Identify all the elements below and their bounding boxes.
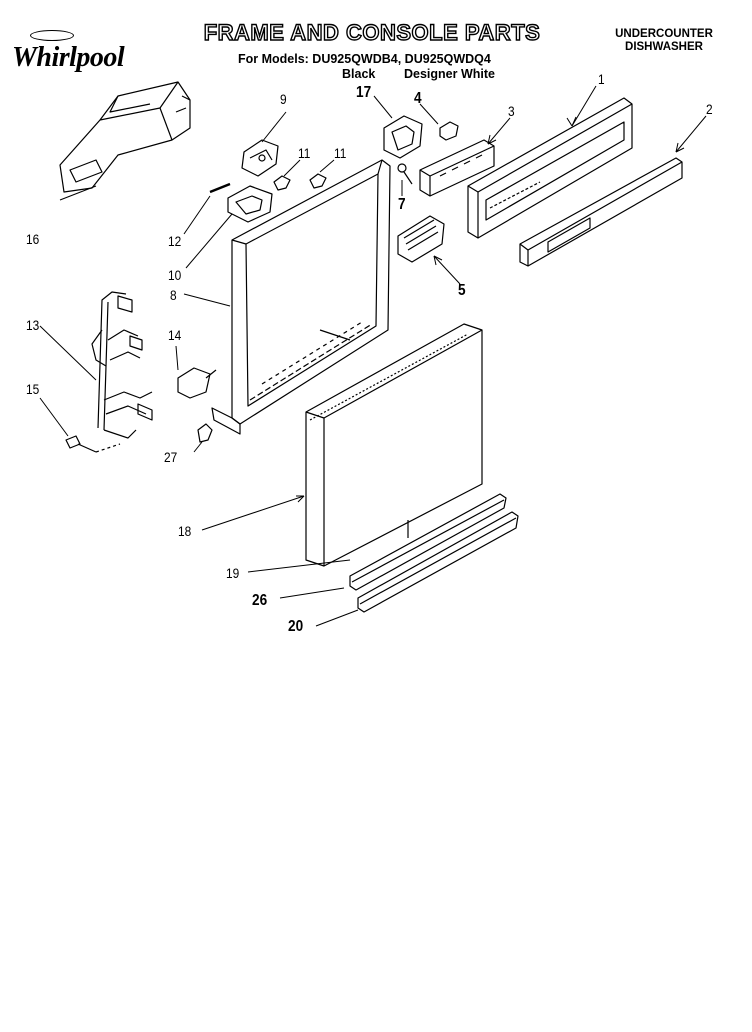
callout-14: 14 — [168, 327, 182, 343]
callout-7: 7 — [398, 196, 406, 213]
callout-16: 16 — [26, 231, 40, 247]
callout-10: 10 — [168, 267, 182, 283]
callout-9: 9 — [280, 91, 287, 107]
callout-27: 27 — [164, 449, 178, 465]
part-10-strike — [227, 185, 273, 223]
callout-18: 18 — [178, 523, 192, 539]
callout-15: 15 — [26, 381, 40, 397]
callout-17: 17 — [356, 84, 372, 101]
appliance-category: UNDERCOUNTER DISHWASHER — [598, 28, 730, 54]
part-13-wire-harness — [91, 291, 153, 439]
part-1-console — [467, 97, 633, 239]
part-27-clip — [197, 423, 213, 443]
part-4-button — [439, 121, 459, 141]
callout-5: 5 — [458, 282, 466, 299]
page-title: FRAME AND CONSOLE PARTS — [203, 19, 541, 45]
logo-emblem — [30, 30, 74, 41]
callout-11a: 11 — [298, 145, 311, 161]
part-18-door-panel — [305, 323, 483, 567]
part-7-screw — [397, 163, 413, 185]
callout-19: 19 — [226, 565, 240, 581]
callout-12: 12 — [168, 233, 182, 249]
callout-3: 3 — [508, 103, 515, 119]
callout-11b: 11 — [334, 145, 347, 161]
part-17-switch — [383, 115, 423, 159]
callout-1: 1 — [598, 71, 605, 87]
part-20-trim — [357, 511, 519, 613]
callout-4: 4 — [414, 90, 422, 107]
part-5-button-pad — [397, 215, 445, 263]
part-15-screw — [65, 435, 121, 453]
part-11-clips — [273, 173, 327, 191]
part-14-connector — [177, 367, 217, 399]
variant-designer-white: Designer White — [404, 67, 495, 81]
part-8-door-frame — [211, 159, 391, 435]
part-2-trim-strip — [519, 157, 683, 267]
part-16-vent-bracket — [59, 81, 191, 193]
whirlpool-logo: Whirlpool — [12, 30, 154, 74]
category-line-1: UNDERCOUNTER — [615, 28, 713, 40]
callout-2: 2 — [706, 101, 713, 117]
callout-13: 13 — [26, 317, 40, 333]
part-12-spring — [209, 182, 231, 194]
part-26-trim — [349, 493, 507, 591]
leader-lines — [39, 85, 707, 627]
brand-name: Whirlpool — [12, 42, 125, 73]
callout-26: 26 — [252, 592, 268, 609]
part-9-latch — [241, 139, 279, 177]
category-line-2: DISHWASHER — [625, 41, 703, 53]
part-3-control-module — [419, 139, 495, 197]
callout-20: 20 — [288, 618, 304, 635]
models-line: For Models: DU925QWDB4, DU925QWDQ4 — [238, 52, 491, 66]
variant-black: Black — [342, 67, 376, 81]
callout-8: 8 — [170, 287, 177, 303]
